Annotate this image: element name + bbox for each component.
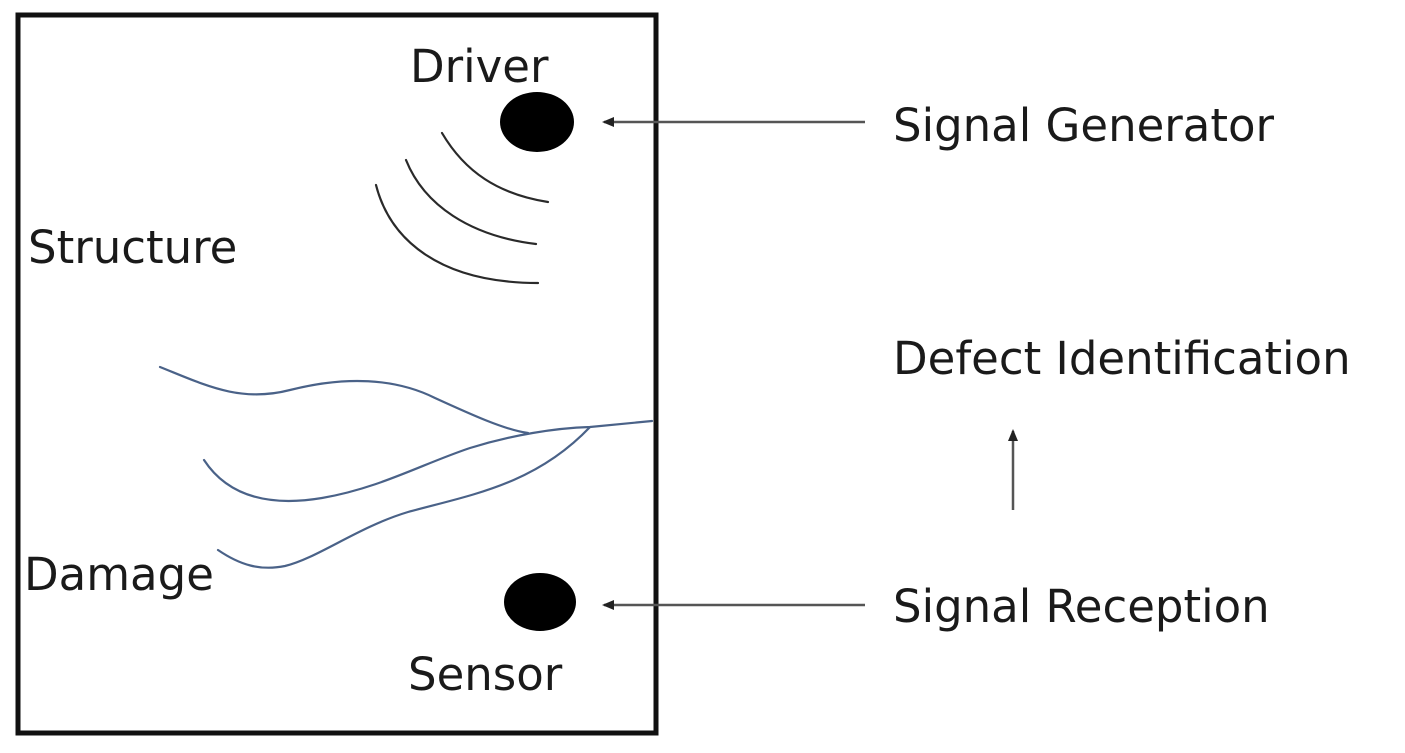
- crack-line: [158, 365, 530, 435]
- crack-line: [216, 425, 592, 569]
- signal-reception-label: Signal Reception: [893, 580, 1270, 633]
- wave-arc: [374, 183, 540, 285]
- wave-arcs: [374, 131, 550, 285]
- crack-lines: [158, 365, 654, 569]
- driver-label: Driver: [410, 40, 549, 93]
- sensor-node: [504, 573, 576, 631]
- signal-generator-label: Signal Generator: [893, 99, 1275, 152]
- wave-arc: [404, 158, 538, 246]
- sensor-label: Sensor: [408, 648, 563, 701]
- crack-line: [202, 419, 654, 502]
- driver-node: [500, 92, 574, 152]
- structure-label: Structure: [28, 221, 237, 274]
- defect-identification-label: Defect Identification: [893, 332, 1351, 385]
- wave-arc: [440, 131, 550, 204]
- damage-label: Damage: [24, 548, 214, 601]
- structure-box: [15, 12, 659, 736]
